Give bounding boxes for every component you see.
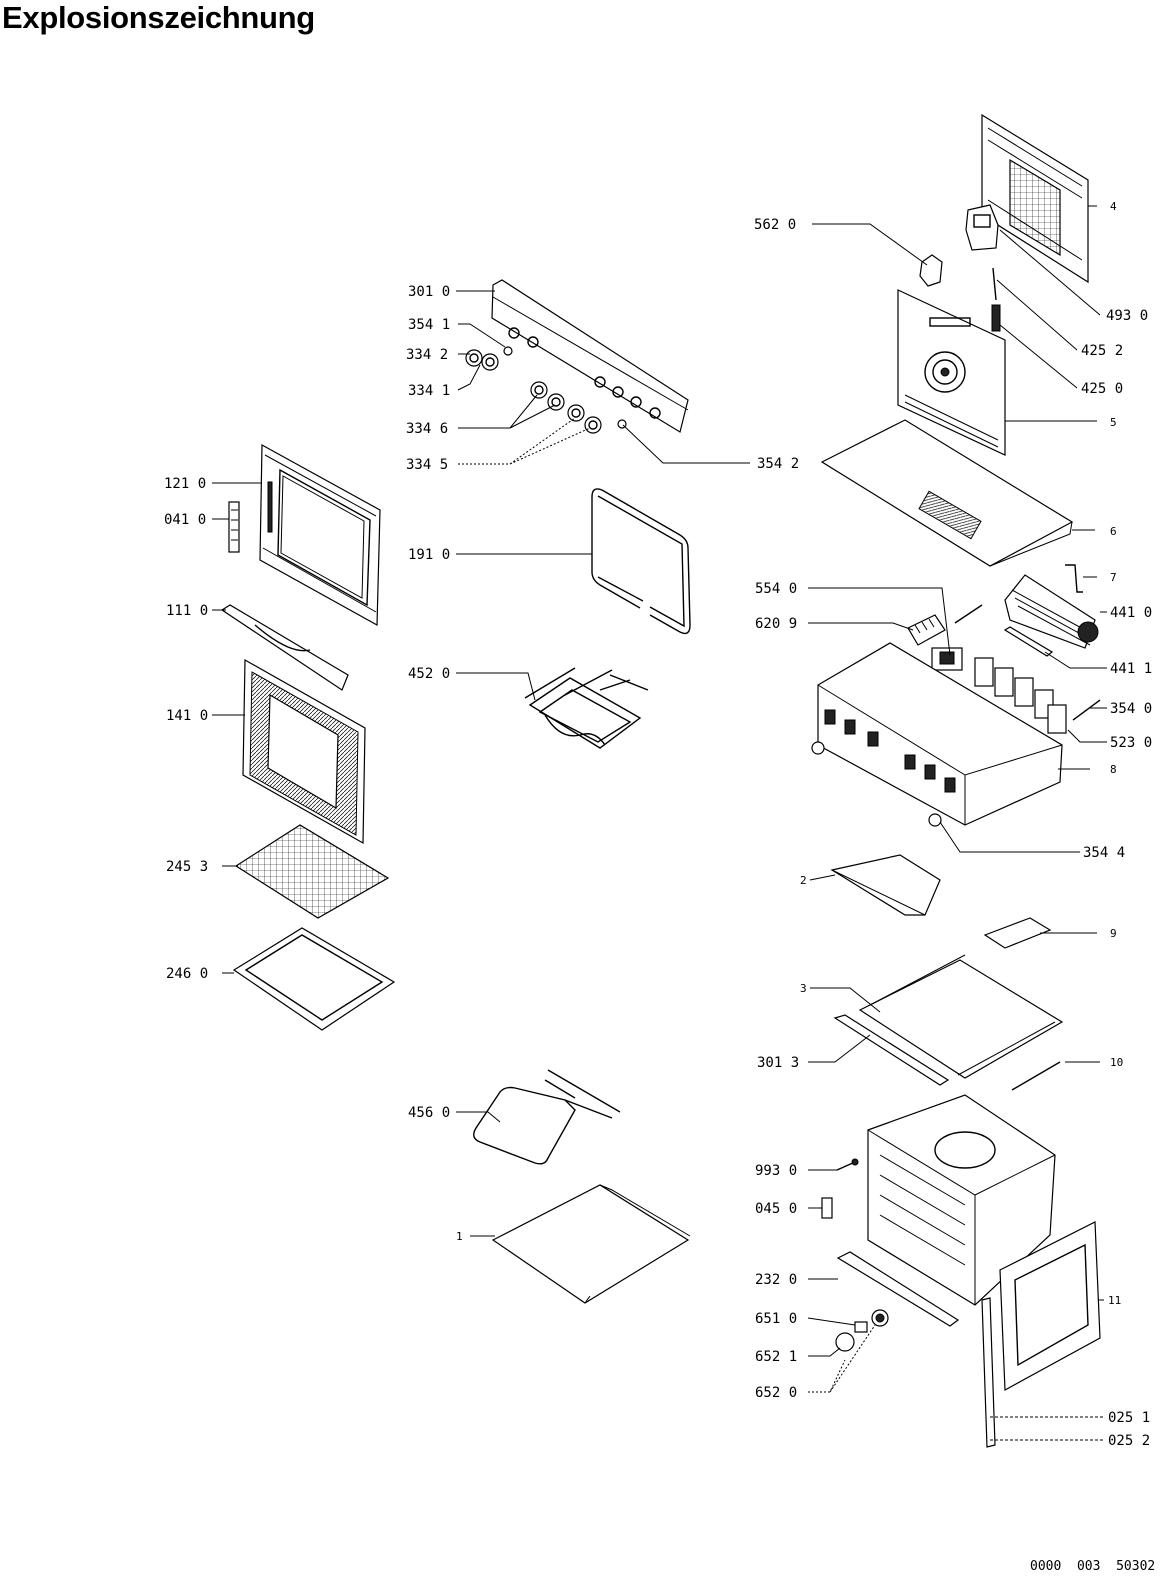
label-441-1: 441 1 [1110,661,1152,677]
label-652-0: 652 0 [755,1385,797,1401]
control-housing [811,642,1063,827]
lamp-rods [954,604,1101,721]
side-panel [999,1221,1101,1391]
fan-mounting-bar [1003,626,1054,657]
base-plate [858,954,1064,1079]
part-number-labels: 562 0 4 493 0 425 2 425 0 5 301 0 354 1 … [164,200,1152,1449]
label-111-0: 111 0 [166,603,208,619]
outer-door-glass [242,658,366,845]
label-425-2: 425 2 [1081,343,1123,359]
wire-rack [234,824,390,919]
side-bracket [1065,564,1083,593]
bottom-heating-element [473,1069,621,1165]
label-3: 3 [800,982,807,995]
label-301-3: 301 3 [757,1055,799,1071]
label-191-0: 191 0 [408,547,450,563]
screw [836,1158,859,1171]
thermostat [931,647,963,671]
top-plate [820,419,1074,567]
label-652-1: 652 1 [755,1349,797,1365]
label-334-1: 334 1 [408,383,450,399]
page-title: Explosionszeichnung [2,0,315,35]
panel-clip [919,254,943,287]
label-8: 8 [1110,763,1117,776]
label-7: 7 [1110,571,1117,584]
leader-lines [212,205,1107,1441]
back-panel [981,113,1089,284]
label-354-0: 354 0 [1110,701,1152,717]
label-456-0: 456 0 [408,1105,450,1121]
label-9: 9 [1110,927,1117,940]
motor-bracket [965,204,999,251]
oven-door-seal [591,488,691,635]
label-523-0: 523 0 [1110,735,1152,751]
side-rail-strip [981,1297,996,1448]
label-354-2: 354 2 [757,456,799,472]
cover-strip [983,917,1052,949]
document-number: 0000 003 50302 [1030,1559,1156,1574]
label-452-0: 452 0 [408,666,450,682]
baking-tray [232,927,396,1031]
label-562-0: 562 0 [754,217,796,233]
label-620-9: 620 9 [755,616,797,632]
bottom-rail [836,1251,960,1327]
label-993-0: 993 0 [755,1163,797,1179]
inner-door-frame [259,443,381,627]
fan-cover-panel [897,289,1006,456]
angled-bracket [830,854,941,916]
label-232-0: 232 0 [755,1272,797,1288]
guide-rail [833,1014,950,1086]
label-334-2: 334 2 [406,347,448,363]
top-heating-element [524,667,649,749]
label-554-0: 554 0 [755,581,797,597]
label-5: 5 [1110,416,1117,429]
tangential-fan [1004,574,1099,649]
label-493-0: 493 0 [1106,308,1148,324]
label-651-0: 651 0 [755,1311,797,1327]
support-rod [1011,1061,1061,1091]
label-2: 2 [800,874,807,887]
label-045-0: 045 0 [755,1201,797,1217]
label-354-1: 354 1 [408,317,450,333]
label-10: 10 [1110,1056,1123,1069]
label-141-0: 141 0 [166,708,208,724]
label-121-0: 121 0 [164,476,206,492]
label-041-0: 041 0 [164,512,206,528]
label-334-5: 334 5 [406,457,448,473]
label-4: 4 [1110,200,1117,213]
label-334-6: 334 6 [406,421,448,437]
oven-cavity [867,1094,1056,1306]
label-301-0: 301 0 [408,284,450,300]
oven-lamp-assembly [835,1309,889,1352]
label-425-0: 425 0 [1081,381,1123,397]
selector-switches [974,657,1067,734]
temperature-sensors [991,267,1001,332]
door-handle [220,604,349,691]
label-245-3: 245 3 [166,859,208,875]
hinge-receiver [821,1197,833,1219]
control-panel-fascia [491,279,689,433]
label-354-4: 354 4 [1083,845,1125,861]
bottom-cover-plate [491,1184,691,1304]
label-11: 11 [1108,1294,1121,1307]
door-hinge [228,501,240,553]
label-025-2: 025 2 [1108,1433,1150,1449]
label-6: 6 [1110,525,1117,538]
label-1: 1 [456,1230,463,1243]
terminal-block [907,614,946,646]
label-025-1: 025 1 [1108,1410,1150,1426]
label-441-0: 441 0 [1110,605,1152,621]
label-246-0: 246 0 [166,966,208,982]
